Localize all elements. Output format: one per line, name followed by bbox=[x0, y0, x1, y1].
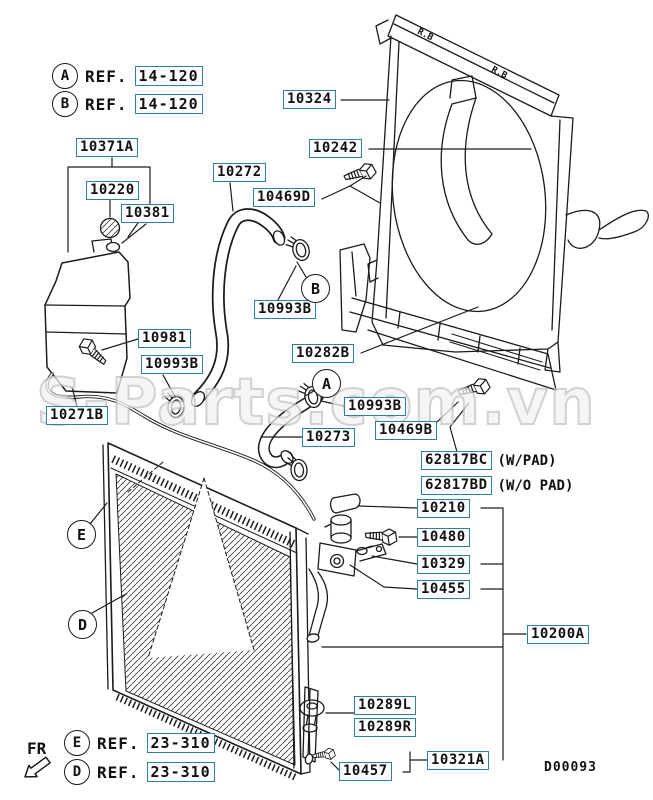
part-label-10480[interactable]: 10480 bbox=[417, 528, 470, 547]
part-number[interactable]: 10210 bbox=[417, 499, 470, 518]
part-label-10210[interactable]: 10210 bbox=[417, 499, 470, 518]
part-label-10324[interactable]: 10324 bbox=[283, 90, 336, 109]
part-number[interactable]: 10981 bbox=[138, 329, 191, 348]
part-label-10981[interactable]: 10981 bbox=[138, 329, 191, 348]
ref-link-14-120-a[interactable]: 14-120 bbox=[134, 66, 203, 86]
fan-shroud-drawing bbox=[367, 14, 649, 373]
upper-hose-drawing bbox=[190, 208, 286, 407]
part-label-suffix: (W/PAD) bbox=[497, 452, 557, 469]
callout-circle-e: E bbox=[67, 520, 96, 549]
legend-row-a: A REF. 14-120 bbox=[52, 63, 203, 89]
part-number[interactable]: 10220 bbox=[86, 181, 139, 200]
part-number[interactable]: 10324 bbox=[283, 90, 336, 109]
part-number[interactable]: 10321A bbox=[427, 751, 489, 770]
legend-row-e: E REF. 23-310 bbox=[64, 730, 215, 756]
part-number[interactable]: 10271B bbox=[46, 406, 108, 425]
reservoir-tank-drawing bbox=[44, 217, 131, 394]
part-label-10993B-3[interactable]: 10993B bbox=[344, 397, 406, 416]
part-label-10271B[interactable]: 10271B bbox=[46, 406, 108, 425]
ref-link-23-310-e[interactable]: 23-310 bbox=[146, 733, 215, 753]
part-number[interactable]: 10329 bbox=[417, 555, 470, 574]
part-number[interactable]: 10993B bbox=[254, 300, 316, 319]
part-number[interactable]: 62817BC bbox=[421, 451, 492, 470]
drawing-code: D00093 bbox=[544, 760, 597, 775]
part-label-10200A[interactable]: 10200A bbox=[527, 625, 589, 644]
ref-label: REF. bbox=[85, 94, 128, 114]
part-label-10371A[interactable]: 10371A bbox=[76, 138, 138, 157]
part-label-10289R[interactable]: 10289R bbox=[354, 718, 416, 737]
part-label-10272[interactable]: 10272 bbox=[213, 163, 266, 182]
part-label-10381[interactable]: 10381 bbox=[121, 204, 174, 223]
part-number[interactable]: 10200A bbox=[527, 625, 589, 644]
part-label-10282B[interactable]: 10282B bbox=[292, 344, 354, 363]
callout-legend-b: B bbox=[52, 91, 78, 117]
part-number[interactable]: 10993B bbox=[141, 355, 203, 374]
part-label-62817BD[interactable]: 62817BD (W/O PAD) bbox=[421, 476, 573, 495]
part-label-10993B-1[interactable]: 10993B bbox=[254, 300, 316, 319]
ref-label: REF. bbox=[97, 762, 140, 782]
fr-direction-label: FR bbox=[27, 739, 47, 758]
part-number[interactable]: 10381 bbox=[121, 204, 174, 223]
part-number[interactable]: 10289R bbox=[354, 718, 416, 737]
legend-row-d: D REF. 23-310 bbox=[64, 759, 215, 785]
part-number[interactable]: 10272 bbox=[213, 163, 266, 182]
part-label-10289L[interactable]: 10289L bbox=[354, 696, 416, 715]
leader-lines bbox=[67, 99, 532, 773]
part-number[interactable]: 10455 bbox=[417, 580, 470, 599]
part-label-10329[interactable]: 10329 bbox=[417, 555, 470, 574]
part-number[interactable]: 10993B bbox=[344, 397, 406, 416]
part-number[interactable]: 10469D bbox=[253, 188, 315, 207]
part-label-10469D[interactable]: 10469D bbox=[253, 188, 315, 207]
fr-arrow-icon bbox=[24, 756, 51, 778]
overflow-tube-drawing bbox=[45, 372, 316, 521]
callout-circle-d: D bbox=[68, 610, 97, 639]
part-label-10993B-2[interactable]: 10993B bbox=[141, 355, 203, 374]
callout-circle-a: A bbox=[312, 369, 341, 398]
part-number[interactable]: 10242 bbox=[309, 139, 362, 158]
ref-label: REF. bbox=[85, 66, 128, 86]
part-label-suffix: (W/O PAD) bbox=[497, 477, 574, 494]
part-label-10273[interactable]: 10273 bbox=[302, 428, 355, 447]
pad-strips-62817 bbox=[449, 333, 543, 371]
ref-label: REF. bbox=[97, 733, 140, 753]
part-label-10321A[interactable]: 10321A bbox=[427, 751, 489, 770]
callout-legend-a: A bbox=[52, 63, 78, 89]
part-label-10220[interactable]: 10220 bbox=[86, 181, 139, 200]
part-number[interactable]: 10273 bbox=[302, 428, 355, 447]
lower-shroud-drawing bbox=[339, 243, 557, 391]
part-label-10457[interactable]: 10457 bbox=[339, 762, 392, 781]
part-label-10242[interactable]: 10242 bbox=[309, 139, 362, 158]
callout-legend-d: D bbox=[64, 759, 90, 785]
callout-circle-b: B bbox=[301, 274, 330, 303]
part-number[interactable]: 10282B bbox=[292, 344, 354, 363]
part-label-10469B[interactable]: 10469B bbox=[375, 421, 437, 440]
ref-link-14-120-b[interactable]: 14-120 bbox=[134, 94, 203, 114]
ring-10381-drawing bbox=[105, 241, 121, 253]
callout-legend-e: E bbox=[64, 730, 90, 756]
radiator-drawing bbox=[102, 442, 387, 782]
ref-link-23-310-d[interactable]: 23-310 bbox=[146, 762, 215, 782]
cap-10220-drawing bbox=[99, 217, 121, 239]
part-number[interactable]: 10371A bbox=[76, 138, 138, 157]
part-number[interactable]: 62817BD bbox=[421, 476, 492, 495]
legend-row-b: B REF. 14-120 bbox=[52, 91, 203, 117]
part-number[interactable]: 10289L bbox=[354, 696, 416, 715]
part-label-10455[interactable]: 10455 bbox=[417, 580, 470, 599]
part-number[interactable]: 10480 bbox=[417, 528, 470, 547]
part-number[interactable]: 10457 bbox=[339, 762, 392, 781]
part-number[interactable]: 10469B bbox=[375, 421, 437, 440]
part-label-62817BC[interactable]: 62817BC (W/PAD) bbox=[421, 451, 557, 470]
